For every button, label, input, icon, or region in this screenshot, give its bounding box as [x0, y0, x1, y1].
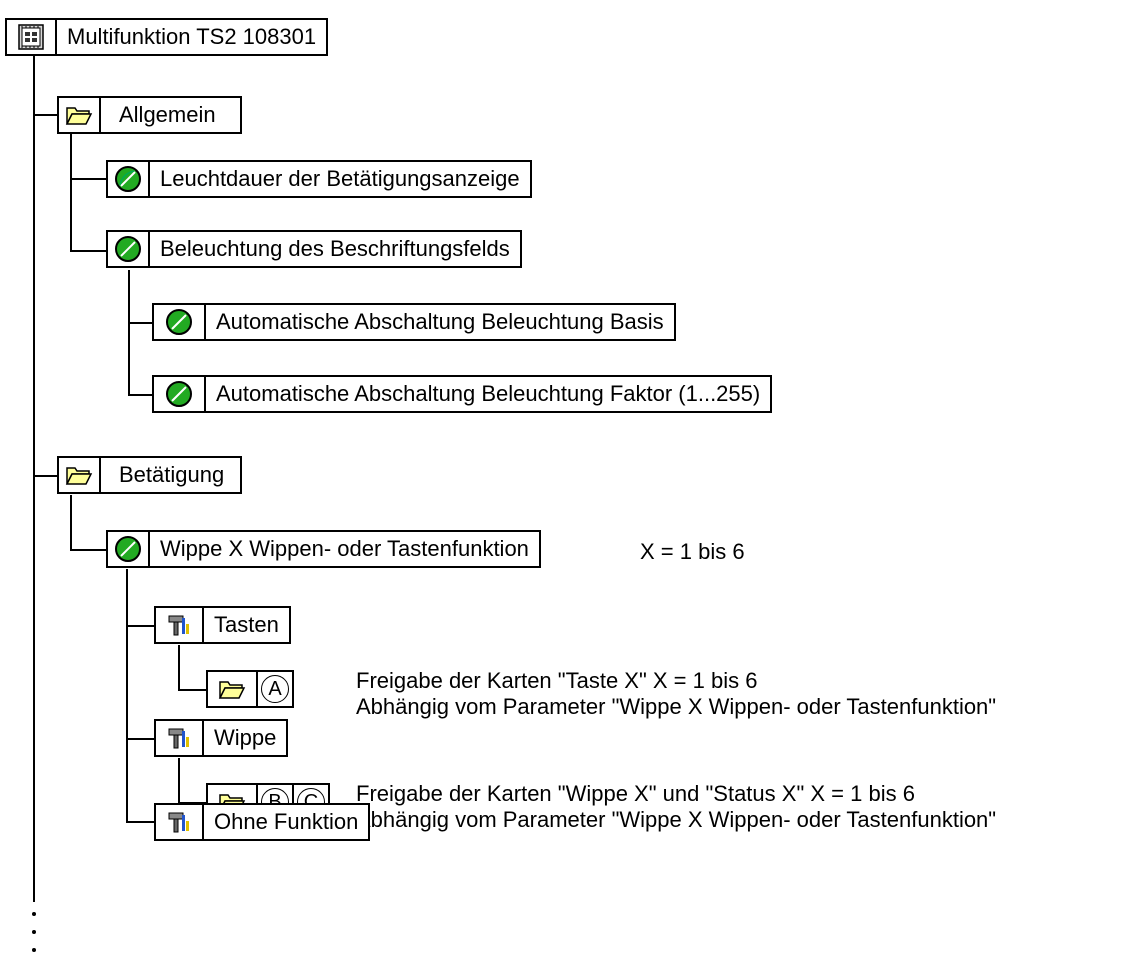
folder-betaetigung[interactable]: Betätigung — [57, 456, 243, 494]
parameter-icon — [154, 305, 206, 339]
branch-line — [178, 645, 180, 691]
branch-line — [126, 569, 128, 823]
branch-line — [178, 689, 206, 691]
branch-line — [33, 475, 57, 477]
card-badge: A — [256, 672, 292, 706]
param-abschaltung-faktor[interactable]: Automatische Abschaltung Beleuchtung Fak… — [152, 375, 773, 413]
branch-line — [70, 495, 72, 551]
branch-line — [126, 625, 154, 627]
note-line: Abhängig vom Parameter "Wippe X Wippen- … — [356, 807, 997, 832]
option-label: Ohne Funktion — [214, 809, 359, 834]
param-leuchtdauer[interactable]: Leuchtdauer der Betätigungsanzeige — [106, 160, 532, 198]
branch-line — [70, 250, 106, 252]
tool-icon — [156, 805, 204, 839]
parameter-icon — [108, 232, 150, 266]
parameter-label: Automatische Abschaltung Beleuchtung Fak… — [216, 381, 761, 406]
branch-line — [70, 178, 106, 180]
note-line: Freigabe der Karten "Taste X" X = 1 bis … — [356, 668, 758, 693]
folder-icon — [208, 672, 256, 706]
folder-icon — [59, 98, 101, 132]
branch-line — [70, 549, 106, 551]
option-ohne-funktion[interactable]: Ohne Funktion — [154, 803, 371, 841]
folder-label: Allgemein — [119, 102, 216, 127]
tool-icon — [156, 721, 204, 755]
option-wippe[interactable]: Wippe — [154, 719, 289, 757]
card-letter: A — [261, 675, 289, 703]
parameter-label: Leuchtdauer der Betätigungsanzeige — [160, 166, 520, 191]
folder-icon — [59, 458, 101, 492]
continuation-dot — [32, 948, 36, 952]
card-note: Freigabe der Karten "Taste X" X = 1 bis … — [356, 668, 996, 720]
param-abschaltung-basis[interactable]: Automatische Abschaltung Beleuchtung Bas… — [152, 303, 676, 341]
branch-line — [33, 114, 57, 116]
card-note: Freigabe der Karten "Wippe X" und "Statu… — [356, 781, 996, 833]
option-tasten[interactable]: Tasten — [154, 606, 291, 644]
tool-icon — [156, 608, 204, 642]
option-label: Tasten — [214, 612, 279, 637]
continuation-dot — [32, 912, 36, 916]
branch-line — [126, 738, 154, 740]
folder-label: Betätigung — [119, 462, 225, 487]
main-trunk-line — [33, 56, 35, 902]
card-group-tasten[interactable]: A — [206, 670, 294, 708]
branch-line — [128, 394, 152, 396]
branch-line — [126, 821, 154, 823]
parameter-label: Wippe X Wippen- oder Tastenfunktion — [160, 536, 529, 561]
branch-line — [128, 270, 130, 396]
branch-line — [178, 758, 180, 804]
parameter-label: Beleuchtung des Beschriftungsfelds — [160, 236, 510, 261]
param-beleuchtung[interactable]: Beleuchtung des Beschriftungsfelds — [106, 230, 522, 268]
branch-line — [70, 134, 72, 252]
continuation-dot — [32, 930, 36, 934]
parameter-icon — [108, 162, 150, 196]
root-device-node[interactable]: Multifunktion TS2 108301 — [5, 18, 329, 56]
param-wippe-funktion[interactable]: Wippe X Wippen- oder Tastenfunktion — [106, 530, 541, 568]
folder-allgemein[interactable]: Allgemein — [57, 96, 242, 134]
root-label: Multifunktion TS2 108301 — [67, 24, 317, 49]
note-line: Freigabe der Karten "Wippe X" und "Statu… — [356, 781, 915, 806]
branch-line — [128, 322, 152, 324]
device-icon — [7, 20, 57, 54]
range-note: X = 1 bis 6 — [640, 539, 745, 564]
option-label: Wippe — [214, 725, 277, 750]
parameter-icon — [108, 532, 150, 566]
parameter-label: Automatische Abschaltung Beleuchtung Bas… — [216, 309, 664, 334]
parameter-icon — [154, 377, 206, 411]
note-line: Abhängig vom Parameter "Wippe X Wippen- … — [356, 694, 997, 719]
